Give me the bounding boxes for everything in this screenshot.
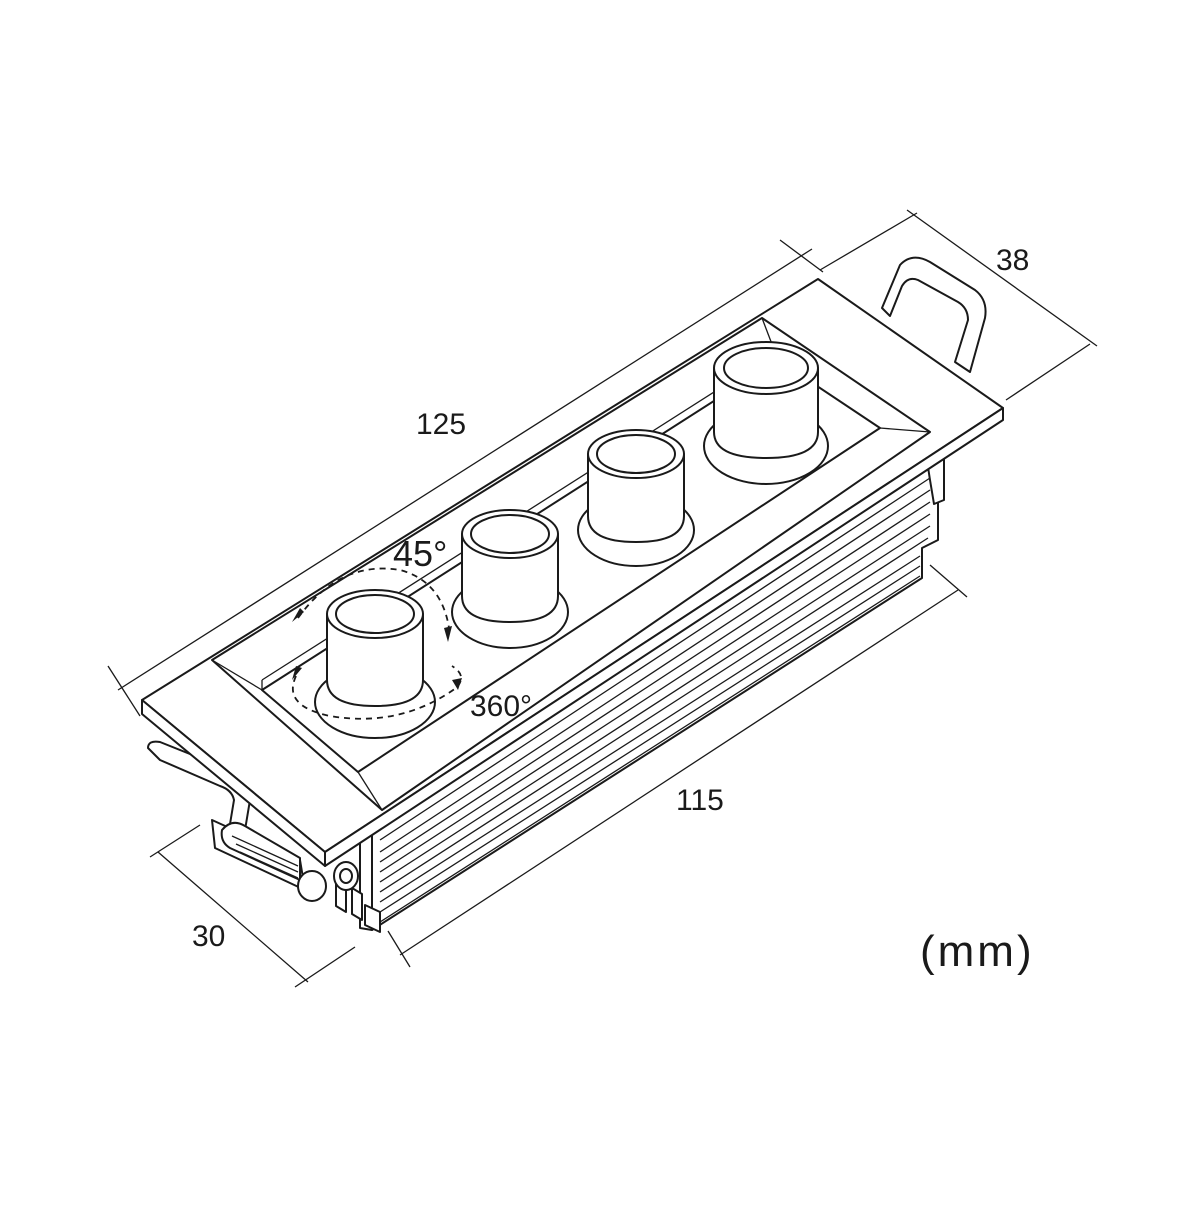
rotation-angle-label: 360° bbox=[470, 690, 532, 723]
terminal-connector bbox=[211, 819, 359, 902]
tilt-angle-label: 45° bbox=[393, 533, 447, 574]
dimension-height-left: 30 bbox=[192, 920, 225, 953]
dimension-length-top: 125 bbox=[416, 408, 466, 441]
rotation-arrow bbox=[291, 665, 462, 720]
lamp-head-1 bbox=[314, 589, 436, 739]
dimension-lines bbox=[107, 209, 1098, 988]
dimension-width-right: 38 bbox=[996, 244, 1029, 277]
unit-label: (mm) bbox=[920, 927, 1035, 976]
tilt-arrow bbox=[292, 567, 452, 642]
spring-clip-right bbox=[881, 256, 987, 373]
lamp-head-3 bbox=[577, 429, 695, 567]
lamp-head-4 bbox=[703, 341, 829, 485]
dimension-length-bottom: 115 bbox=[676, 784, 724, 817]
lamp-head-2 bbox=[451, 509, 569, 649]
